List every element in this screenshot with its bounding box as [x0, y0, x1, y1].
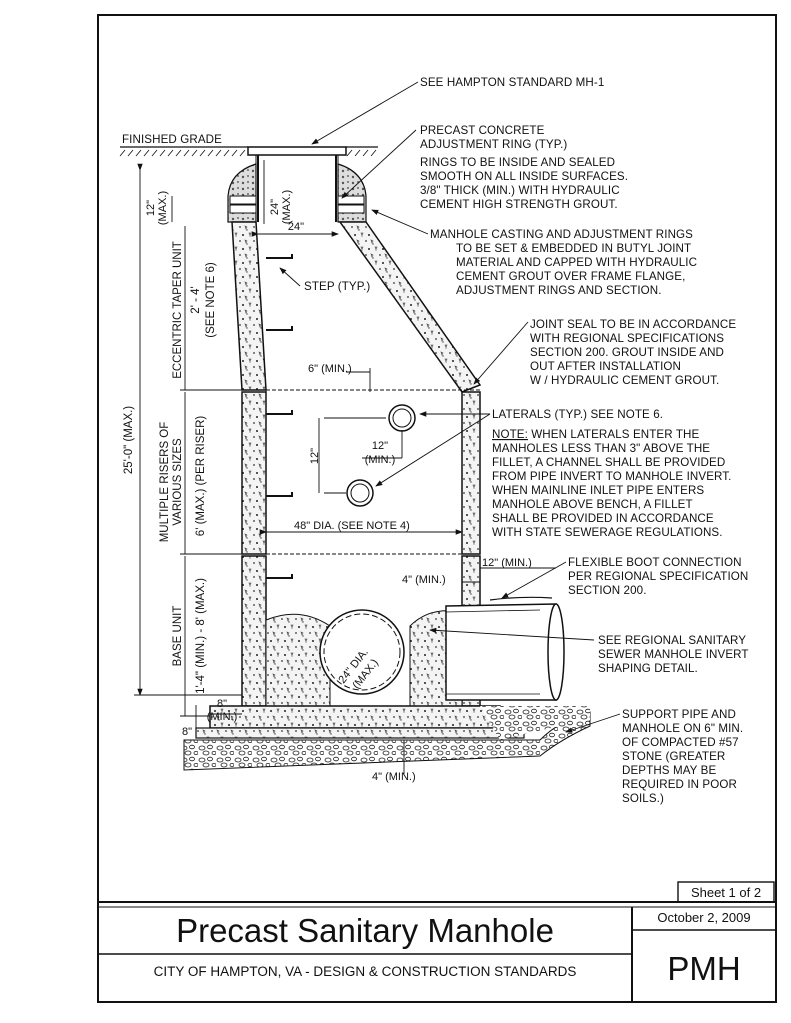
- svg-text:8": 8": [217, 698, 227, 710]
- eccentric-taper-unit: [231, 221, 482, 393]
- svg-text:RINGS TO BE INSIDE AND SEALED: RINGS TO BE INSIDE AND SEALED: [420, 156, 615, 169]
- svg-text:SECTION 200. GROUT INSIDE AND: SECTION 200. GROUT INSIDE AND: [530, 346, 724, 359]
- base-unit-dim: 1'-4" (MIN.) - 8' (MAX.): [195, 578, 207, 694]
- svg-text:MANHOLE CASTING AND ADJUSTMENT: MANHOLE CASTING AND ADJUSTMENT RINGS: [430, 228, 693, 241]
- svg-text:12": 12": [145, 200, 157, 216]
- riser-dim: 6' (MAX.) (PER RISER): [195, 416, 207, 537]
- svg-text:FROM PIPE INVERT TO MANHOLE IN: FROM PIPE INVERT TO MANHOLE INVERT.: [492, 470, 732, 483]
- taper-unit-dim: 2' - 4': [190, 286, 202, 313]
- casting-note: MANHOLE CASTING AND ADJUSTMENT RINGS TO …: [430, 228, 697, 297]
- taper-unit-note: (SEE NOTE 6): [205, 262, 217, 338]
- svg-text:(MIN.): (MIN.): [207, 711, 238, 723]
- svg-text:PRECAST CONCRETE: PRECAST CONCRETE: [420, 124, 545, 137]
- riser-section: [241, 391, 481, 555]
- flexible-boot-note: FLEXIBLE BOOT CONNECTION PER REGIONAL SP…: [568, 556, 748, 597]
- base-thickness-dim: 8": [182, 726, 192, 738]
- drawing-title: Precast Sanitary Manhole: [176, 912, 554, 949]
- svg-text:DEPTHS MAY BE: DEPTHS MAY BE: [622, 764, 716, 777]
- lateral-offset-dim: 12" (MIN.): [365, 440, 396, 466]
- laterals: [346, 404, 416, 507]
- svg-text:CEMENT GROUT OVER FRAME FLANGE: CEMENT GROUT OVER FRAME FLANGE,: [456, 270, 685, 283]
- svg-text:ADJUSTMENT RING (TYP.): ADJUSTMENT RING (TYP.): [420, 138, 567, 151]
- svg-text:MANHOLE ON 6" MIN.: MANHOLE ON 6" MIN.: [622, 722, 743, 735]
- base-unit-label: BASE UNIT: [172, 606, 184, 667]
- svg-text:JOINT SEAL TO BE IN ACCORDANC: JOINT SEAL TO BE IN ACCORDANCE: [530, 318, 736, 331]
- svg-text:STONE (GREATER: STONE (GREATER: [622, 750, 725, 763]
- support-note: SUPPORT PIPE AND MANHOLE ON 6" MIN. OF C…: [622, 708, 743, 805]
- svg-text:MANHOLE ABOVE BENCH, A FILLET: MANHOLE ABOVE BENCH, A FILLET: [492, 498, 693, 511]
- svg-text:WHEN MAINLINE INLET PIPE ENTER: WHEN MAINLINE INLET PIPE ENTERS: [492, 484, 704, 497]
- svg-text:OF COMPACTED #57: OF COMPACTED #57: [622, 736, 739, 749]
- laterals-note: NOTE: WHEN LATERALS ENTER THE MANHOLES L…: [492, 428, 732, 539]
- finished-grade: [119, 146, 378, 157]
- svg-text:SHALL BE PROVIDED IN ACCORDANC: SHALL BE PROVIDED IN ACCORDANCE: [492, 512, 714, 525]
- svg-text:SUPPORT PIPE AND: SUPPORT PIPE AND: [622, 708, 736, 721]
- drawing-subtitle: CITY OF HAMPTON, VA - DESIGN & CONSTRUCT…: [154, 964, 577, 979]
- mainline-pipe: [319, 596, 565, 701]
- adjustment-ring-note: PRECAST CONCRETE ADJUSTMENT RING (TYP.) …: [420, 124, 628, 211]
- svg-text:SEWER MANHOLE INVERT: SEWER MANHOLE INVERT: [598, 648, 749, 661]
- svg-text:CEMENT HIGH STRENGTH GROUT.: CEMENT HIGH STRENGTH GROUT.: [420, 198, 618, 211]
- svg-text:(MAX.): (MAX.): [157, 191, 169, 225]
- svg-text:SOILS.): SOILS.): [622, 792, 664, 805]
- svg-text:OUT AFTER INSTALLATION: OUT AFTER INSTALLATION: [530, 360, 681, 373]
- sheet-number: Sheet 1 of 2: [691, 885, 761, 900]
- svg-text:ADJUSTMENT RINGS AND SECTION.: ADJUSTMENT RINGS AND SECTION.: [456, 284, 662, 297]
- ring-height-dim: 12" (MAX.): [145, 191, 169, 225]
- base-projection-dim: 8" (MIN.): [207, 698, 238, 723]
- steps: [266, 254, 293, 579]
- dimension-lines: [134, 160, 556, 774]
- svg-text:24": 24": [269, 199, 281, 215]
- step-label: STEP (TYP.): [304, 280, 370, 293]
- svg-text:MATERIAL AND CAPPED WITH HYDRA: MATERIAL AND CAPPED WITH HYDRAULIC: [456, 256, 697, 269]
- svg-text:MANHOLES LESS THAN 3" ABOVE TH: MANHOLES LESS THAN 3" ABOVE THE: [492, 442, 710, 455]
- svg-text:WITH STATE SEWERAGE REGULATION: WITH STATE SEWERAGE REGULATIONS.: [492, 526, 723, 539]
- invert-shaping-note: SEE REGIONAL SANITARY SEWER MANHOLE INVE…: [598, 634, 749, 675]
- manhole-frame: [247, 146, 347, 222]
- stone-bedding: [183, 711, 591, 771]
- svg-text:REQUIRED IN POOR: REQUIRED IN POOR: [622, 778, 737, 791]
- svg-text:(MAX.): (MAX.): [281, 190, 293, 224]
- svg-text:WITH REGIONAL SPECIFICATIONS: WITH REGIONAL SPECIFICATIONS: [530, 332, 724, 345]
- sheet-border: [97, 14, 777, 1003]
- adjustment-rings: [227, 163, 367, 223]
- svg-text:TO BE SET & EMBEDDED IN BUTYL: TO BE SET & EMBEDDED IN BUTYL JOINT: [456, 242, 691, 255]
- title-block: Sheet 1 of 2 Precast Sanitary Manhole Oc…: [98, 881, 776, 1002]
- joint-seal-note: JOINT SEAL TO BE IN ACCORDANCE WITH REGI…: [530, 318, 736, 387]
- boot-clearance-dim: 12" (MIN.): [482, 557, 532, 569]
- frame-height-dim: 24" (MAX.): [269, 190, 293, 224]
- svg-text:FLEXIBLE BOOT CONNECTION: FLEXIBLE BOOT CONNECTION: [568, 556, 742, 569]
- hampton-standard-label: SEE HAMPTON STANDARD MH-1: [420, 76, 604, 89]
- taper-unit-label: ECCENTRIC TAPER UNIT: [172, 241, 184, 379]
- lateral-spacing-dim: 12": [309, 448, 321, 464]
- diameter-dim: 48" DIA. (SEE NOTE 4): [294, 520, 410, 532]
- frame-opening-dim: 24": [288, 221, 304, 233]
- laterals-label: LATERALS (TYP.) SEE NOTE 6.: [492, 408, 663, 421]
- svg-text:SEE REGIONAL SANITARY: SEE REGIONAL SANITARY: [598, 634, 746, 647]
- svg-text:12": 12": [372, 440, 388, 452]
- svg-text:FILLET, A CHANNEL SHALL BE PRO: FILLET, A CHANNEL SHALL BE PROVIDED: [492, 456, 725, 469]
- bedding-dim: 4" (MIN.): [372, 771, 416, 783]
- total-depth-dim: 25'-0" (MAX.): [123, 406, 135, 474]
- svg-text:SMOOTH ON ALL INSIDE SURFACES.: SMOOTH ON ALL INSIDE SURFACES.: [420, 170, 628, 183]
- risers-label-2: VARIOUS SIZES: [172, 438, 184, 526]
- svg-text:SHAPING DETAIL.: SHAPING DETAIL.: [598, 662, 698, 675]
- wall-thickness-dim: 4" (MIN.): [402, 574, 446, 586]
- svg-text:W / HYDRAULIC CEMENT GROUT.: W / HYDRAULIC CEMENT GROUT.: [530, 374, 719, 387]
- finished-grade-label: FINISHED GRADE: [122, 133, 222, 146]
- drawing-code: PMH: [667, 950, 740, 987]
- svg-text:SECTION 200.: SECTION 200.: [568, 584, 647, 597]
- svg-text:(MIN.): (MIN.): [365, 454, 396, 466]
- risers-label: MULTIPLE RISERS OF: [159, 422, 171, 543]
- joint-offset-dim: 6" (MIN.): [308, 363, 352, 375]
- stone-bedding-pipe: [480, 706, 590, 740]
- svg-text:NOTE: WHEN LATERALS ENTER THE: NOTE: WHEN LATERALS ENTER THE: [492, 428, 700, 441]
- leader-lines: [279, 81, 621, 733]
- svg-text:PER REGIONAL SPECIFICATION: PER REGIONAL SPECIFICATION: [568, 570, 748, 583]
- svg-text:3/8" THICK (MIN.) WITH HYDRAUL: 3/8" THICK (MIN.) WITH HYDRAULIC: [420, 184, 620, 197]
- drawing-date: October 2, 2009: [657, 910, 750, 925]
